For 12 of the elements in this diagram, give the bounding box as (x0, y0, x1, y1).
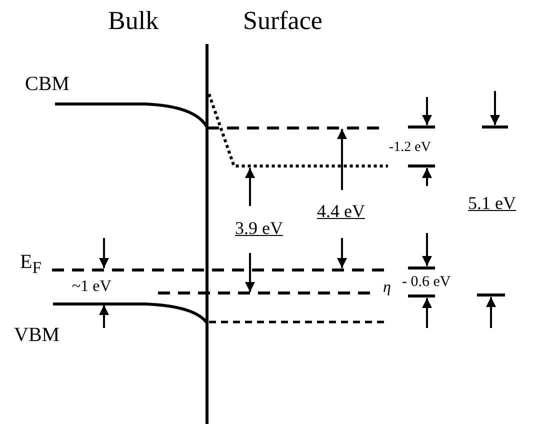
energy-value: ~1 eV (72, 279, 112, 295)
energy-value: 3.9 eV (235, 219, 283, 237)
energy-value: - 0.6 eV (402, 275, 451, 290)
band-label: VBM (14, 325, 60, 345)
fermi-level-label: E$_{F}$ (20, 252, 42, 277)
eta-symbol: η (383, 280, 391, 296)
energy-value: 4.4 eV (317, 202, 365, 220)
region-label: Bulk (108, 8, 159, 34)
region-label: Surface (243, 8, 322, 34)
energy-value: -1.2 eV (389, 141, 431, 155)
band-label: CBM (25, 74, 70, 94)
energy-value: 5.1 eV (468, 194, 516, 212)
